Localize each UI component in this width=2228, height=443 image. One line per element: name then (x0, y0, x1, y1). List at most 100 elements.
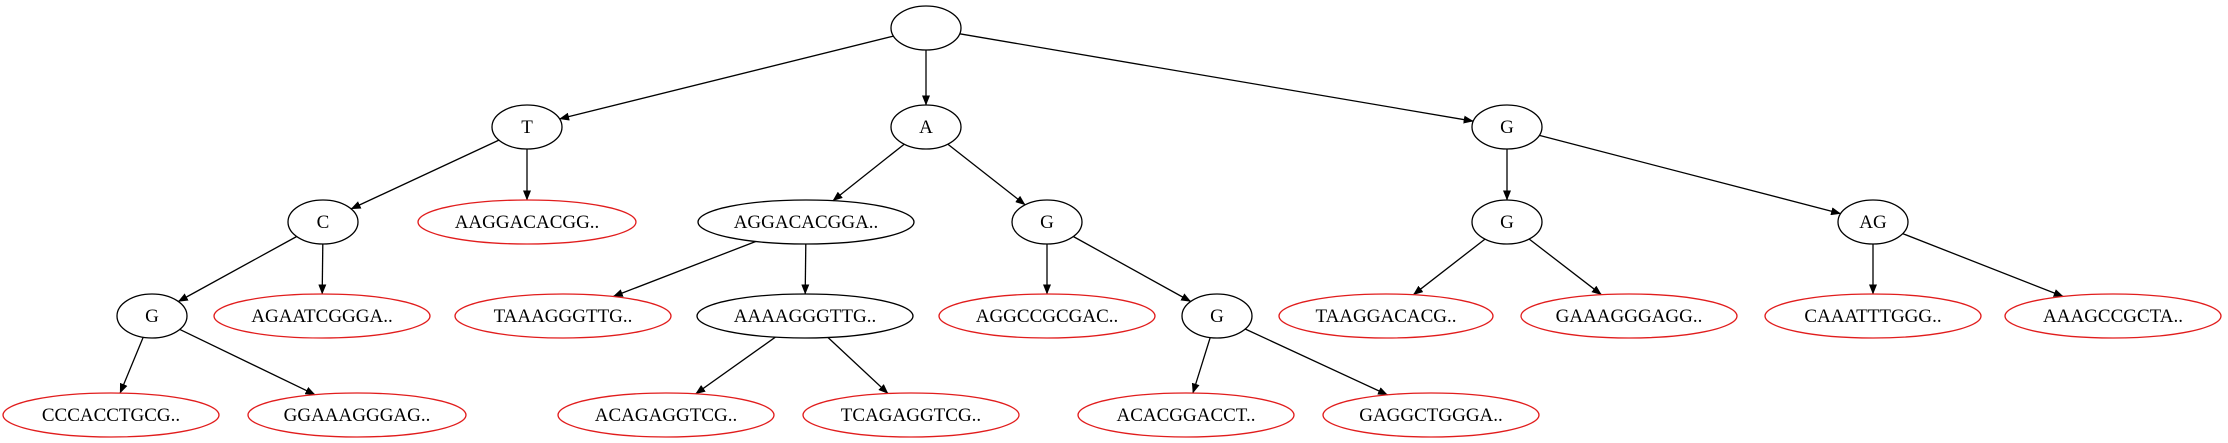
node-ellipse (890, 104, 962, 150)
internal-node-n-GAG: AG (1837, 199, 1909, 245)
edge-n-A-to-n-A-long (832, 143, 905, 202)
internal-node-n-T: T (491, 104, 563, 150)
internal-node-root (890, 5, 962, 51)
edge-n-A-long-int-to-n-A-long-int-leaf1 (695, 336, 776, 395)
node-label: GGAAAGGGAG.. (284, 405, 431, 426)
node-ellipse (1077, 392, 1295, 438)
edge-n-T-to-n-TC (350, 139, 500, 210)
internal-node-n-A-long-int: AAAAGGGTTG.. (696, 293, 914, 339)
node-label: CCCACCTGCG.. (42, 405, 180, 426)
node-ellipse (696, 293, 914, 339)
internal-node-n-AG: G (1011, 199, 1083, 245)
edge-n-G-to-n-GAG (1539, 134, 1842, 216)
node-ellipse (2, 392, 220, 438)
node-label: GAGGCTGGGA.. (1359, 405, 1503, 426)
leaf-node-n-GG-leaf2: GAAAGGGAGG.. (1520, 293, 1738, 339)
node-label: AGAATCGGGA.. (251, 306, 392, 327)
edge-n-AG-to-n-AGG (1072, 235, 1192, 303)
node-ellipse (417, 199, 637, 245)
node-ellipse (1278, 293, 1494, 339)
node-ellipse (1181, 293, 1253, 339)
edges-layer (119, 33, 2064, 396)
internal-node-n-A-long: AGGACACGGA.. (697, 199, 915, 245)
node-label: TAAAGGGTTG.. (494, 306, 633, 327)
internal-node-n-TCG: G (116, 293, 188, 339)
edge-n-AGG-to-n-AGG-leaf2 (1244, 328, 1388, 396)
leaf-node-n-A-long-int-leaf2: TCAGAGGTCG.. (802, 392, 1020, 438)
edge-n-TCG-to-n-TCG-leaf1 (119, 337, 144, 394)
edge-n-A-long-to-n-A-long-int (801, 243, 810, 295)
node-ellipse (1764, 293, 1982, 339)
leaf-node-n-A-long-leaf: TAAAGGGTTG.. (454, 293, 672, 339)
node-ellipse (213, 293, 431, 339)
edge-n-GAG-to-n-GAG-leaf2 (1902, 232, 2064, 298)
edge-n-TC-to-n-TCG (177, 235, 298, 303)
node-ellipse (1322, 392, 1540, 438)
node-label: G (145, 306, 159, 327)
node-ellipse (1837, 199, 1909, 245)
node-label: A (919, 117, 933, 138)
leaf-node-n-TCG-leaf2: GGAAAGGGAG.. (247, 392, 467, 438)
node-label: ACACGGACCT.. (1117, 405, 1256, 426)
edge-n-GG-to-n-GG-leaf2 (1528, 238, 1602, 296)
node-ellipse (697, 199, 915, 245)
node-label: AAAAGGGTTG.. (734, 306, 876, 327)
node-ellipse (890, 5, 962, 51)
node-ellipse (1011, 199, 1083, 245)
node-label: G (1500, 117, 1514, 138)
leaf-node-n-T-leaf: AAGGACACGG.. (417, 199, 637, 245)
node-ellipse (2004, 293, 2222, 339)
edge-n-GG-to-n-GG-leaf1 (1413, 238, 1486, 296)
node-label: AGGACACGGA.. (734, 212, 879, 233)
node-label: AAAGCCGCTA.. (2043, 306, 2183, 327)
node-ellipse (938, 293, 1156, 339)
internal-node-n-G: G (1471, 104, 1543, 150)
node-ellipse (1520, 293, 1738, 339)
leaf-node-n-TCG-leaf1: CCCACCTGCG.. (2, 392, 220, 438)
node-ellipse (116, 293, 188, 339)
node-ellipse (802, 392, 1020, 438)
edge-n-TC-to-n-TC-leaf (318, 243, 327, 295)
edge-n-TCG-to-n-TCG-leaf2 (179, 328, 316, 396)
node-ellipse (454, 293, 672, 339)
node-label: G (1500, 212, 1514, 233)
leaf-node-n-AGG-leaf1: ACACGGACCT.. (1077, 392, 1295, 438)
node-label: C (317, 212, 330, 233)
node-ellipse (287, 199, 359, 245)
edge-n-A-long-int-to-n-A-long-int-leaf2 (827, 337, 889, 394)
leaf-node-n-AGG-leaf2: GAGGCTGGGA.. (1322, 392, 1540, 438)
node-ellipse (1471, 104, 1543, 150)
internal-node-n-A: A (890, 104, 962, 150)
node-label: TCAGAGGTCG.. (841, 405, 981, 426)
edge-n-AGG-to-n-AGG-leaf1 (1191, 337, 1211, 394)
node-label: T (521, 117, 533, 138)
node-ellipse (557, 392, 775, 438)
node-ellipse (491, 104, 563, 150)
leaf-node-n-AG-leaf: AGGCCGCGAC.. (938, 293, 1156, 339)
edge-root-to-n-G (959, 33, 1474, 124)
node-label: CAAATTTGGG.. (1804, 306, 1941, 327)
leaf-node-n-GG-leaf1: TAAGGACACG.. (1278, 293, 1494, 339)
internal-node-n-GG: G (1471, 199, 1543, 245)
edge-n-A-to-n-AG (947, 143, 1026, 206)
leaf-node-n-GAG-leaf2: AAAGCCGCTA.. (2004, 293, 2222, 339)
internal-node-n-TC: C (287, 199, 359, 245)
node-label: ACAGAGGTCG.. (595, 405, 738, 426)
internal-node-n-AGG: G (1181, 293, 1253, 339)
leaf-node-n-GAG-leaf1: CAAATTTGGG.. (1764, 293, 1982, 339)
node-label: G (1040, 212, 1054, 233)
node-label: GAAAGGGAGG.. (1556, 306, 1703, 327)
node-ellipse (247, 392, 467, 438)
edge-n-A-long-to-n-A-long-leaf (612, 240, 756, 298)
node-ellipse (1471, 199, 1543, 245)
leaf-node-n-A-long-int-leaf1: ACAGAGGTCG.. (557, 392, 775, 438)
node-label: AG (1859, 212, 1887, 233)
node-label: AAGGACACGG.. (455, 212, 600, 233)
leaf-node-n-TC-leaf: AGAATCGGGA.. (213, 293, 431, 339)
node-label: AGGCCGCGAC.. (976, 306, 1119, 327)
node-label: G (1210, 306, 1224, 327)
edge-root-to-n-T (559, 35, 894, 121)
node-label: TAAGGACACG.. (1316, 306, 1457, 327)
